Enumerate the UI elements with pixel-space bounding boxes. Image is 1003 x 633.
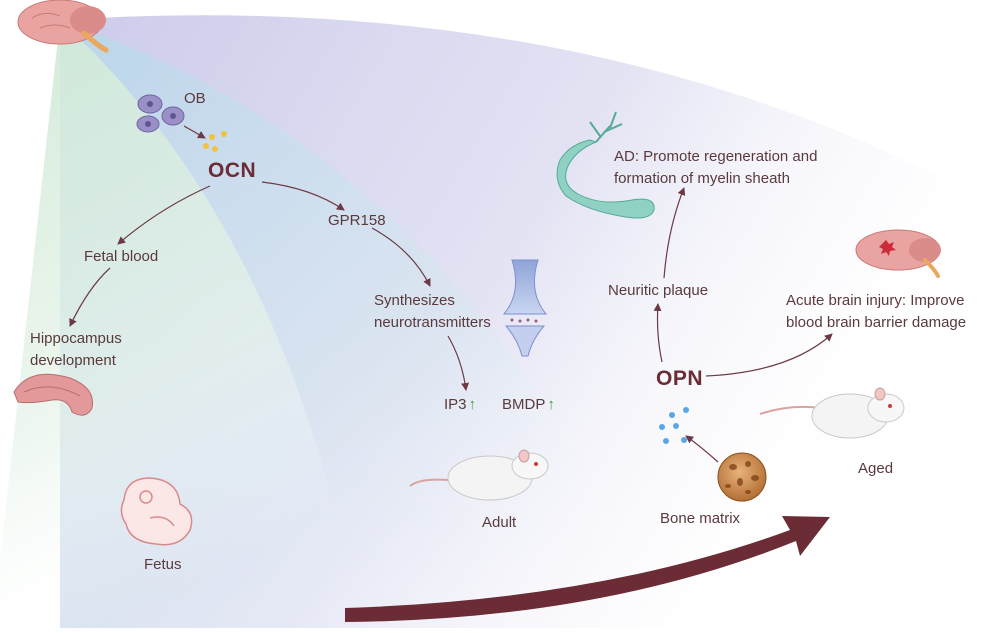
arrow-fetal-blood-to-hippocampus	[69, 267, 111, 327]
neuritic-plaque-label: Neuritic plaque	[608, 282, 709, 299]
ip3-label: IP3↑	[444, 394, 476, 415]
aged-mouse-icon	[759, 387, 905, 439]
arrow-gpr158-to-synthesizes	[371, 227, 431, 287]
acute-injury-label-line1: Acute brain injury: Improve	[786, 292, 965, 309]
adult-label: Adult	[482, 514, 517, 531]
bmdp-up-arrow-icon: ↑	[547, 396, 555, 413]
ip3-up-arrow-icon: ↑	[468, 396, 477, 413]
bone-matrix-label: Bone matrix	[660, 510, 741, 527]
ocn-dots	[203, 131, 227, 152]
fetus-icon	[120, 477, 193, 546]
arrow-ocn-to-fetal-blood	[117, 185, 211, 245]
aged-label: Aged	[858, 460, 894, 477]
arrow-ob-to-dots	[183, 125, 206, 139]
arrow-ocn-to-gpr158	[261, 181, 345, 211]
acute-injury-label-line2: blood brain barrier damage	[786, 314, 967, 331]
adult-mouse-icon	[409, 449, 549, 501]
osteoblast-cells-icon	[136, 94, 185, 133]
ocn-label: OCN	[208, 159, 257, 182]
synthesizes-label-line1: Synthesizes	[374, 292, 455, 309]
synthesizes-label-line2: neurotransmitters	[374, 314, 491, 331]
timeline-arrow	[345, 516, 830, 622]
ad-label-line1: AD: Promote regeneration and	[614, 148, 818, 165]
fetal-stage-fan	[0, 20, 360, 628]
fetus-label: Fetus	[144, 556, 182, 573]
brain-icon-topleft	[17, 0, 109, 53]
bmdp-label: BMDP↑	[502, 394, 555, 415]
fetal-blood-label: Fetal blood	[84, 248, 159, 265]
neuron-icon	[556, 111, 655, 219]
brain-injury-icon	[855, 229, 941, 278]
arrow-opn-to-neuritic	[653, 303, 663, 363]
synapse-icon	[502, 259, 548, 357]
ad-label-line2: formation of myelin sheath	[614, 170, 790, 187]
hippocampus-label-line2: development	[30, 352, 116, 369]
ob-label: OB	[184, 90, 206, 107]
hippocampus-icon	[13, 373, 94, 416]
ip3-text: IP3	[444, 396, 467, 413]
opn-label: OPN	[656, 367, 704, 390]
arrow-bone-to-opn	[685, 435, 719, 463]
arrow-neuritic-to-ad	[663, 187, 686, 279]
hippocampus-label-line1: Hippocampus	[30, 330, 122, 347]
arrow-opn-to-acute	[705, 333, 833, 377]
gpr158-label: GPR158	[328, 212, 386, 229]
arrow-synthesizes-to-ip3	[447, 335, 470, 391]
bmdp-text: BMDP	[502, 396, 546, 413]
bone-matrix-icon	[717, 452, 767, 502]
